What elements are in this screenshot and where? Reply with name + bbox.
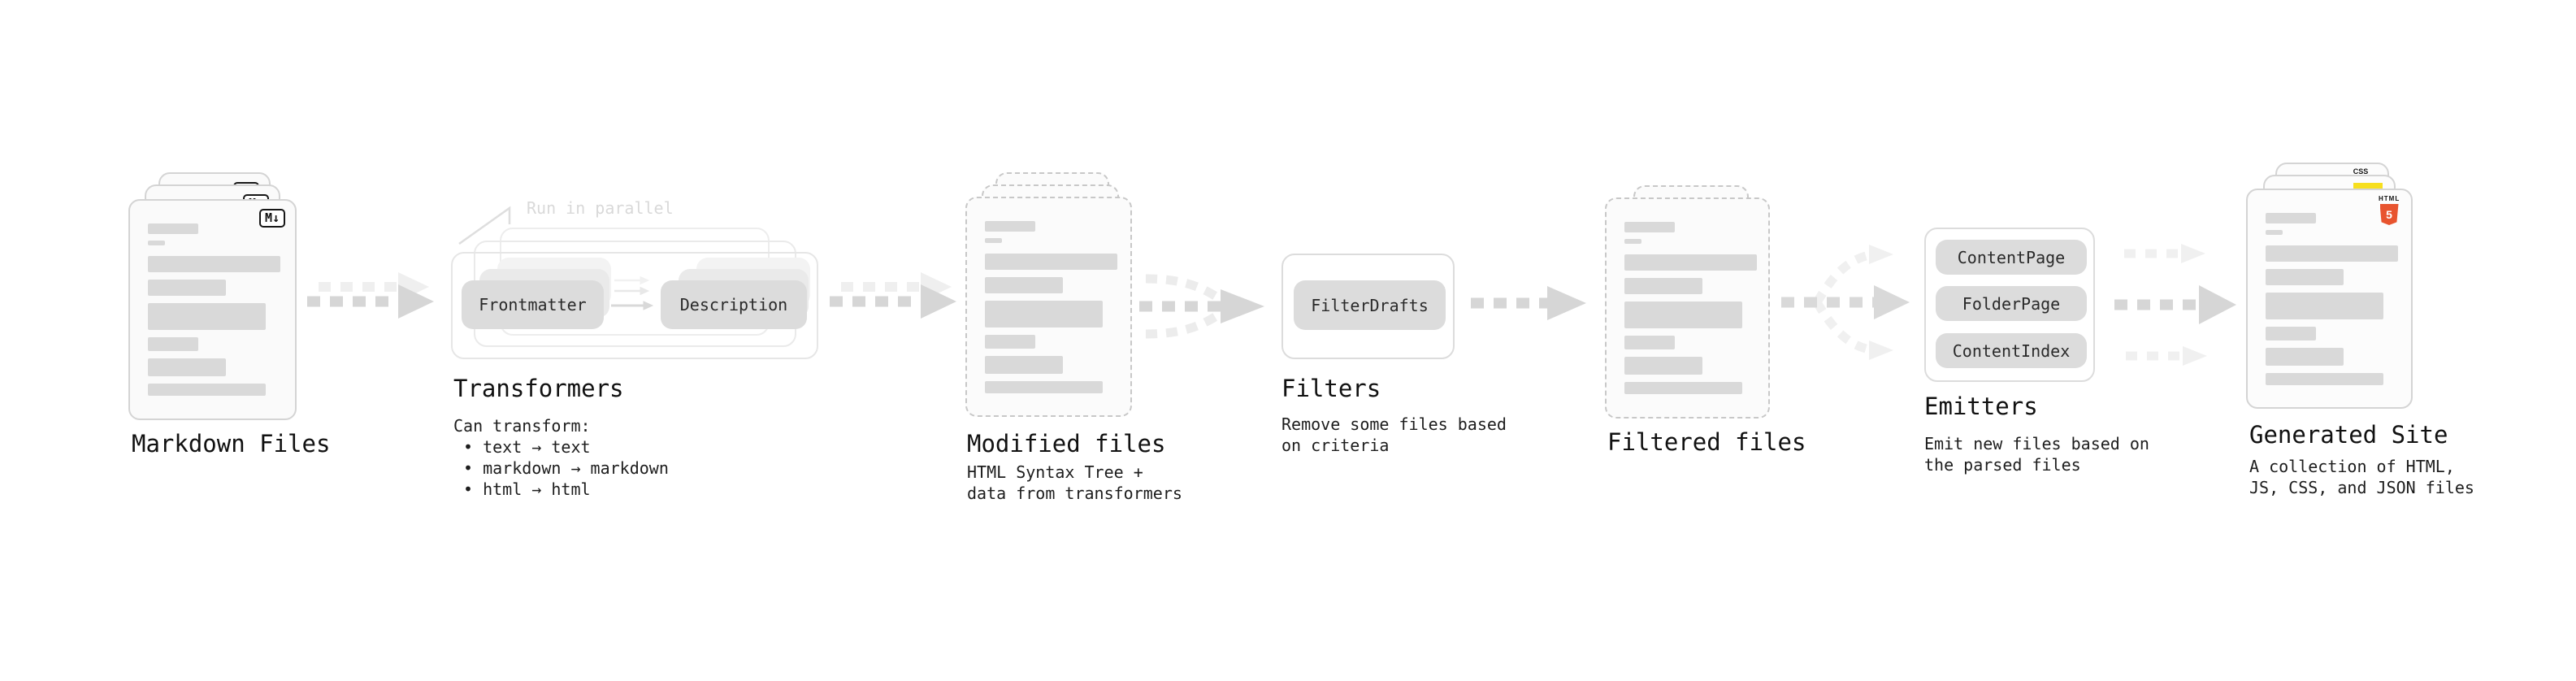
filters-frame: FilterDrafts: [1281, 254, 1455, 359]
transformers-bullet: • html → html: [463, 479, 591, 499]
filtered-file-card-front: [1605, 197, 1770, 419]
markdown-files-stack: M↓ M↓ M↓: [128, 172, 332, 424]
filtered-files-stack: [1605, 185, 1808, 429]
emitters-frame: ContentPage FolderPage ContentIndex: [1924, 228, 2095, 382]
filter-pill-filterdrafts: FilterDrafts: [1294, 280, 1446, 330]
transformer-pill-frontmatter: Frontmatter: [462, 280, 604, 329]
document-lines: [1624, 222, 1757, 394]
document-lines: [2266, 213, 2398, 385]
transformer-pill-description: Description: [661, 280, 807, 329]
html5-icon-digit: 5: [2386, 208, 2392, 221]
flow-arrow-modified-to-filters: [1139, 274, 1264, 339]
flow-arrow-transformers-to-modified: [830, 272, 956, 319]
modified-files-label: Modified files: [967, 430, 1166, 458]
emitter-pill-contentindex: ContentIndex: [1936, 333, 2087, 368]
flow-arrow-emitters-to-site: [2114, 244, 2236, 366]
filters-desc: Remove some files based on criteria: [1281, 414, 1507, 455]
html5-icon: HTML 5: [2379, 196, 2400, 225]
html5-icon-word: HTML: [2379, 195, 2400, 202]
emitter-pill-contentpage: ContentPage: [1936, 240, 2087, 275]
css-icon-word: CSS: [2353, 167, 2369, 176]
flow-arrow-markdown-to-transformers: [307, 272, 434, 319]
modified-file-card-front: [965, 197, 1132, 417]
markdown-icon: M↓: [258, 209, 285, 228]
generated-site-desc: A collection of HTML, JS, CSS, and JSON …: [2249, 457, 2474, 497]
emitters-label: Emitters: [1924, 393, 2038, 420]
generated-site-label: Generated Site: [2249, 421, 2448, 449]
filtered-files-label: Filtered files: [1607, 428, 1806, 456]
markdown-files-label: Markdown Files: [132, 430, 331, 458]
emitter-pill-folderpage: FolderPage: [1936, 286, 2087, 321]
html5-icon-shield: 5: [2379, 204, 2399, 225]
transformers-desc-title: Can transform:: [453, 416, 591, 436]
run-in-parallel-annotation: Run in parallel: [527, 198, 674, 218]
emitters-desc: Emit new files based on the parsed files: [1924, 434, 2149, 475]
filters-label: Filters: [1281, 375, 1381, 402]
transformers-bullet: • markdown → markdown: [463, 458, 669, 478]
flow-arrow-filtered-to-emitters: [1781, 245, 1910, 360]
transformers-frame-front: [451, 252, 818, 359]
html-file-card: HTML 5: [2246, 189, 2413, 409]
transformers-bullets: • text → text • markdown → markdown • ht…: [453, 436, 669, 500]
parallel-arrows: [611, 275, 654, 310]
document-lines: [148, 223, 280, 396]
transformers-bullet: • text → text: [463, 437, 591, 457]
modified-files-desc: HTML Syntax Tree + data from transformer…: [967, 462, 1182, 503]
document-lines: [985, 221, 1117, 393]
markdown-file-card-front: M↓: [128, 199, 297, 420]
modified-files-stack: [965, 172, 1169, 424]
transformers-label: Transformers: [453, 375, 624, 402]
run-in-parallel-pointer: [458, 206, 511, 245]
flow-arrow-filters-to-filtered: [1471, 286, 1586, 320]
generated-site-stack: CSS HTML 5: [2246, 163, 2449, 414]
